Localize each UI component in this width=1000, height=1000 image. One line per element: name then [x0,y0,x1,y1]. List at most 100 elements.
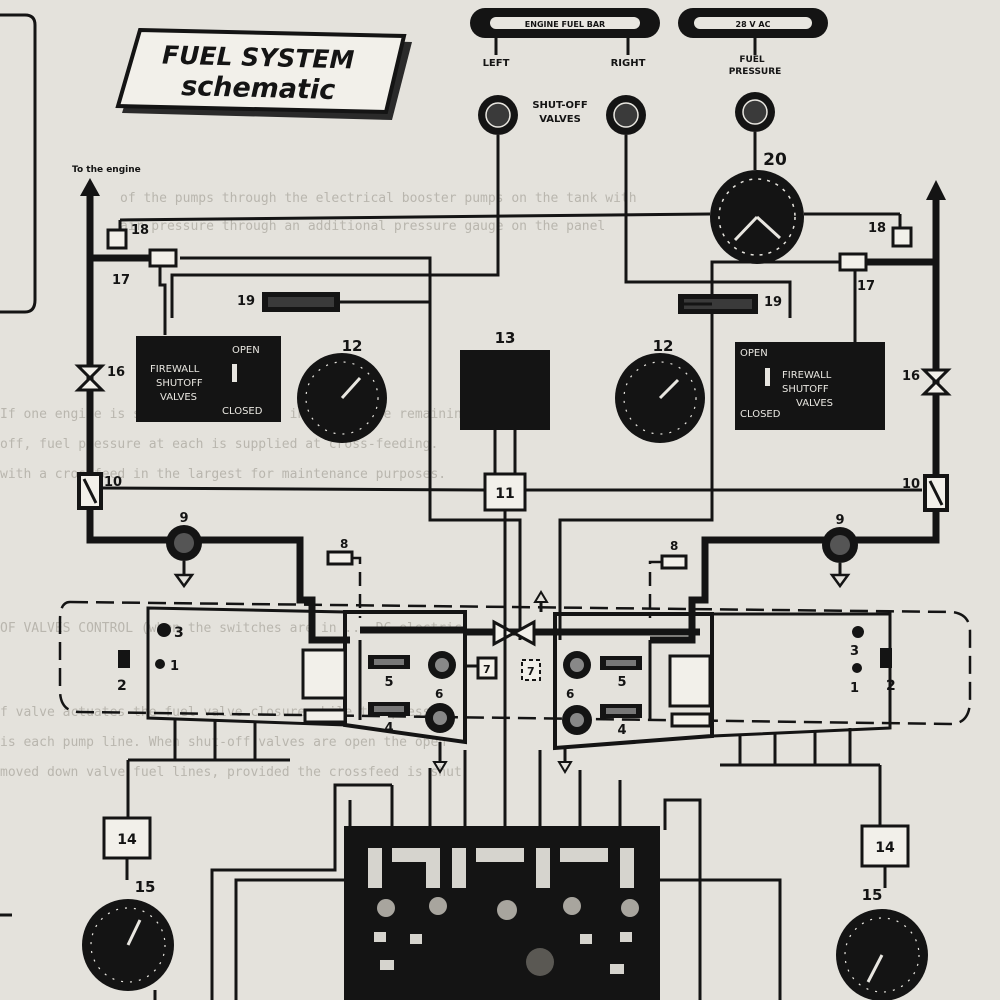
right-fw-line1: FIREWALL [782,370,832,381]
label-7-right: 7 [527,665,535,678]
background-text-line: with a crossfeed in the largest for main… [0,467,446,482]
drain-2-right [880,648,892,668]
label-10-right: 10 [902,477,920,492]
label-3-right: 3 [850,644,859,659]
background-text-line: is each pump line. When shut-off valves … [0,735,446,750]
left-fw-line1: FIREWALL [150,364,200,375]
right-fw-line3: VALVES [796,398,833,409]
label-6-left: 6 [435,687,443,701]
firewall-shutoff-valves-left: OPEN FIREWALL SHUTOFF VALVES CLOSED [136,336,281,422]
gauge-15-left [82,899,174,991]
valve-7-left [476,656,498,680]
label-3-left: 3 [174,625,184,641]
label-1-left: 1 [170,659,179,674]
box-11 [483,472,527,512]
pump-9-right [822,527,858,589]
title-line2: schematic [181,71,336,106]
label-15-left: 15 [135,878,156,896]
right-engine-arrow [926,180,946,200]
label-5-left: 5 [384,675,393,690]
label-12-left: 12 [342,337,363,355]
background-text-line: air pressure through an additional press… [120,219,605,234]
left-placard-text: ENGINE FUEL BAR [525,20,605,29]
background-text-line: moved down valve fuel lines, provided th… [0,765,462,780]
label-4-left: 4 [384,721,393,736]
label-15-right: 15 [862,886,883,904]
label-12-right: 12 [653,337,674,355]
fuel-pressure-label-1: FUEL [739,55,765,65]
sensor-3-right [852,626,864,638]
valve-17-right [838,252,868,272]
sensor-3-left [157,623,171,637]
label-14-right: 14 [875,840,895,856]
fuel-pressure-light [735,92,775,132]
left-fw-line2: SHUTOFF [156,378,203,389]
valve-16-left [74,364,106,392]
wing-outline [58,600,972,726]
title-line1: FUEL SYSTEM [162,40,355,74]
valve-18-right [891,226,913,248]
label-9-right: 9 [835,513,844,528]
to-engine-label: To the engine [72,165,141,175]
left-shutoff-light [478,95,518,135]
left-shutoff-label: LEFT [483,58,510,69]
shutoff-valves-label-2: VALVES [539,114,581,125]
gauge-12-right [615,353,705,443]
label-8-left: 8 [340,537,348,551]
left-fw-open: OPEN [232,345,260,356]
control-box [344,826,660,1000]
box-14-right [860,824,910,868]
label-19-left: 19 [237,294,255,309]
label-9-left: 9 [179,511,188,526]
label-6-right: 6 [566,687,574,701]
shutoff-valves-label-1: SHUT-OFF [532,100,587,111]
label-11: 11 [495,486,514,502]
sensor-1-left [155,659,165,669]
fuel-pressure-gauge [710,170,804,264]
right-fw-open: OPEN [740,348,768,359]
label-7-left: 7 [483,663,491,676]
background-text-line: off, fuel pressure at each is supplied a… [0,437,438,452]
firewall-shutoff-valves-right: OPEN FIREWALL SHUTOFF VALVES CLOSED [735,342,885,430]
gauge-12-left [297,353,387,443]
left-fw-line3: VALVES [160,392,197,403]
unit-13 [460,350,550,430]
right-shutoff-light [606,95,646,135]
label-16-right: 16 [902,369,920,384]
crossfeed-valve [465,619,555,647]
background-text-line: of the pumps through the electrical boos… [120,191,637,206]
fuel-pressure-label-2: PRESSURE [729,67,782,77]
vent-arrow [533,590,549,603]
right-fw-closed: CLOSED [740,409,781,420]
label-2-left: 2 [117,678,127,694]
label-18-right: 18 [868,221,886,236]
label-14-left: 14 [117,832,137,848]
left-tank-box [301,648,347,700]
page-border [0,13,37,314]
right-placard-text: 28 V AC [736,20,771,29]
label-5-right: 5 [617,675,626,690]
left-engine-arrow [80,178,100,196]
valve-16-right [920,368,952,396]
label-20: 20 [763,150,787,170]
drain-2-left [118,650,130,668]
title-block: FUEL SYSTEM schematic [115,27,412,120]
valve-17-left [148,248,178,268]
pump-9-left [166,525,202,589]
right-fw-line2: SHUTOFF [782,384,829,395]
valve-8-left [326,550,354,566]
label-13: 13 [495,329,516,347]
label-2-right: 2 [886,678,896,694]
label-10-left: 10 [104,475,122,490]
label-8-right: 8 [670,539,678,553]
right-tank [710,612,892,738]
gauge-15-right [836,909,928,1000]
label-17-left: 17 [112,273,130,288]
right-shutoff-label: RIGHT [611,58,646,69]
label-4-right: 4 [617,723,626,738]
label-16-left: 16 [107,365,125,380]
valve-18-left [106,228,128,250]
label-17-right: 17 [857,279,875,294]
